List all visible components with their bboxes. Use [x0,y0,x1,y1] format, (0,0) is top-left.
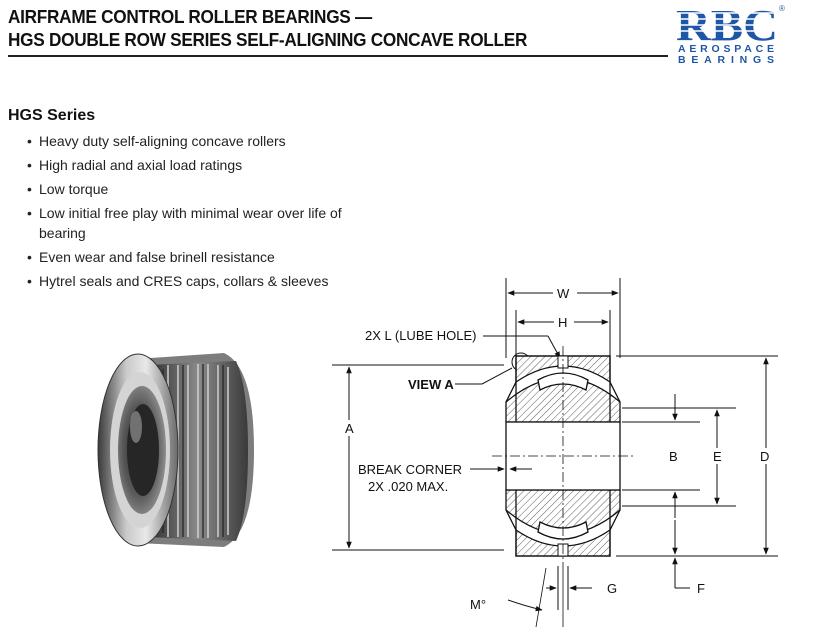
feature-item: •Heavy duty self-aligning concave roller… [27,133,286,149]
title-line-1: AIRFRAME CONTROL ROLLER BEARINGS — [8,6,372,27]
title-divider [8,55,668,57]
dim-m-label: M° [470,597,486,612]
registered-mark: ® [779,4,785,13]
dim-d-label: D [760,449,769,464]
feature-item: •Low torque [27,181,109,197]
dim-b-label: B [669,449,678,464]
bullet-icon: • [27,133,32,149]
bullet-icon: • [27,249,32,265]
feature-item: •Low initial free play with minimal wear… [27,205,342,241]
page-title: AIRFRAME CONTROL ROLLER BEARINGS — HGS D… [8,5,527,51]
logo-wordmark: RBC [676,2,778,50]
lube-hole-label: 2X L (LUBE HOLE) [365,328,477,343]
feature-item: •Even wear and false brinell resistance [27,249,275,265]
technical-drawing: W H 2X L (LUBE HOLE) VIEW A [320,270,815,628]
bullet-icon: • [27,157,32,173]
dim-a-label: A [345,421,354,436]
bearing-photo [96,347,256,553]
break-corner-label-2: 2X .020 MAX. [368,479,448,494]
dim-w-label: W [557,286,570,301]
feature-item: •Hytrel seals and CRES caps, collars & s… [27,273,329,289]
series-heading: HGS Series [8,107,96,124]
title-line-2: HGS DOUBLE ROW SERIES SELF-ALIGNING CONC… [8,29,528,50]
bullet-icon: • [27,205,32,221]
logo-line-2: BEARINGS [678,54,774,64]
dim-f-label: F [697,581,705,596]
break-corner-label-1: BREAK CORNER [358,462,462,477]
dim-e-label: E [713,449,722,464]
bullet-icon: • [27,181,32,197]
feature-list: •Heavy duty self-aligning concave roller… [27,131,372,295]
logo-line-1: AEROSPACE [678,43,774,55]
rbc-logo: RBC ® AEROSPACE BEARINGS [676,2,788,64]
dim-h-label: H [558,315,567,330]
feature-item: •High radial and axial load ratings [27,157,243,173]
view-a-label: VIEW A [408,377,454,392]
bullet-icon: • [27,273,32,289]
dim-g-label: G [607,581,617,596]
